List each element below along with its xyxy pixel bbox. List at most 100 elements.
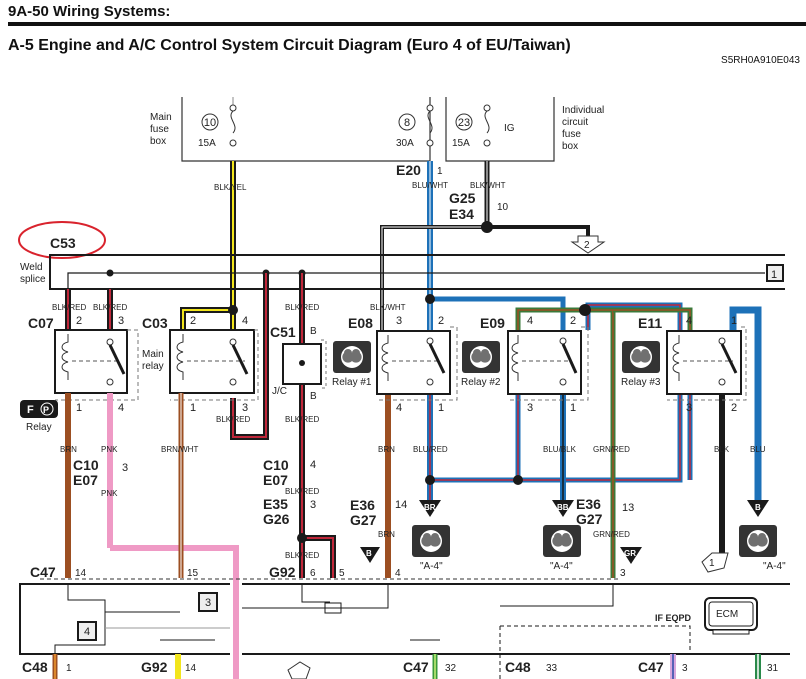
pin-e11-3: 3	[686, 402, 692, 414]
pin-g92-14: 14	[185, 663, 197, 674]
main-fuse-box-label-3: box	[150, 136, 166, 147]
pin-e11-1: 1	[731, 315, 737, 327]
relay-3-label: Relay #3	[621, 377, 661, 388]
wires-blk-red	[65, 273, 336, 578]
pin-c48-1: 1	[66, 663, 72, 674]
relay-e08	[376, 326, 458, 401]
indiv-fuse-box-label-4: box	[562, 141, 578, 152]
indiv-fuse-box-label-3: fuse	[562, 129, 581, 140]
ref-br-label: BR	[424, 503, 436, 512]
connector-g25: G25	[449, 190, 476, 206]
figure-code: S5RH0A910E043	[721, 55, 800, 66]
relay-c03	[169, 329, 259, 401]
header-rule	[8, 22, 806, 26]
pin-c03-4: 4	[242, 315, 248, 327]
fuse-23-tag: IG	[504, 123, 515, 134]
connector-e09: E09	[480, 315, 505, 331]
connector-c47-3: C47	[638, 659, 664, 675]
main-fuse-box-label-2: fuse	[150, 124, 169, 135]
fuse-23-rating: 15A	[452, 138, 470, 149]
pin-c03-3: 3	[242, 402, 248, 414]
wire-label-pnk-2: PNK	[101, 489, 118, 498]
wire-label-blk-wht-e08: BLK/WHT	[370, 303, 406, 312]
fuse-8-number: 8	[404, 117, 410, 129]
joint-connector-c51	[282, 339, 327, 389]
wire-blk-yel	[180, 161, 238, 330]
wire-label-c07-3: BLK/RED	[93, 303, 127, 312]
pin-c07-3: 3	[118, 315, 124, 327]
relay-c07	[54, 329, 139, 401]
weld-splice-label-1: Weld	[20, 262, 43, 273]
wire-label-blu-red: BLU/RED	[413, 445, 448, 454]
fan-icon-relay-1	[333, 341, 371, 373]
pin-e11-4: 4	[686, 315, 692, 327]
wire-blu-wht	[425, 161, 566, 330]
wires-lower	[65, 302, 762, 679]
connector-e07-right: E07	[263, 472, 288, 488]
main-relay-label-2: relay	[142, 361, 164, 372]
wire-blk-wht	[380, 161, 606, 330]
pin-e11-2: 2	[731, 402, 737, 414]
wire-label-e35: BLK/RED	[285, 487, 319, 496]
pin-e36-grn: 13	[622, 502, 634, 514]
pin-c47-3: 3	[682, 663, 688, 674]
fan-motor-icon-3	[739, 525, 777, 557]
pin-g25: 10	[497, 202, 509, 213]
ref-a4-1: "A-4"	[420, 561, 443, 572]
pin-c47-14: 14	[75, 568, 87, 579]
ref-2: 2	[584, 240, 590, 251]
diagram-title: A-5 Engine and A/C Control System Circui…	[8, 37, 571, 54]
ref-1: 1	[771, 269, 777, 281]
main-fuse-box-label-1: Main	[150, 112, 172, 123]
fan-motor-icon-1	[412, 525, 450, 557]
svg-text:P: P	[43, 405, 49, 415]
pin-e09-2: 2	[570, 315, 576, 327]
section-header: 9A-50 Wiring Systems:	[8, 3, 171, 20]
pin-c48-33: 33	[546, 663, 558, 674]
pin-c10-red: 4	[310, 459, 316, 471]
connector-c07: C07	[28, 315, 54, 331]
pin-e20: 1	[437, 166, 443, 177]
indiv-fuse-box-label-1: Individual	[562, 105, 604, 116]
ref-arrow-1	[701, 552, 729, 573]
connector-c51: C51	[270, 324, 296, 340]
connector-c48-2: C48	[505, 659, 531, 675]
fuse-23-number: 23	[458, 117, 470, 129]
pin-c51-b-bottom: B	[310, 391, 317, 402]
annotation-circle	[18, 221, 106, 259]
ref-a4-3: "A-4"	[763, 561, 786, 572]
pin-g92-5: 5	[339, 568, 345, 579]
connector-e36-right: E36	[576, 496, 601, 512]
pin-3: 3	[620, 568, 626, 579]
fuse-23: 23 15A IG	[452, 104, 515, 149]
pin-c51-b-top: B	[310, 326, 317, 337]
pin-e08-3: 3	[396, 315, 402, 327]
svg-text:F: F	[27, 404, 34, 416]
ref-b-left-label: B	[366, 549, 372, 558]
fp-relay-label: Relay	[26, 422, 52, 433]
connector-c47-1: C47	[30, 564, 56, 580]
pin-g92-6: 6	[310, 568, 316, 579]
weld-splice-bus	[49, 254, 785, 290]
wire-label-brn-c07: BRN	[60, 445, 77, 454]
pin-e08-4: 4	[396, 402, 402, 414]
pin-c10-pnk: 3	[122, 462, 128, 474]
ecm-label: ECM	[716, 609, 738, 620]
pin-c03-2: 2	[190, 315, 196, 327]
pin-c07-4: 4	[118, 402, 124, 414]
ref-triangle-b-left	[360, 547, 380, 563]
pin-e09-3: 3	[527, 402, 533, 414]
pin-c03-1: 1	[190, 402, 196, 414]
wire-label-blk-yel: BLK/YEL	[214, 183, 247, 192]
wire-label-grn-red-1: GRN/RED	[593, 445, 630, 454]
relay-e09	[507, 326, 589, 401]
wire-label-c03-3: BLK/RED	[216, 415, 250, 424]
ecm-icon	[704, 597, 758, 635]
pin-4: 4	[395, 568, 401, 579]
indiv-fuse-box-label-2: circuit	[562, 117, 588, 128]
ref-triangle-br	[419, 500, 441, 517]
connector-c03: C03	[142, 315, 168, 331]
pin-c07-1: 1	[76, 402, 82, 414]
ecm-enclosure	[19, 583, 790, 655]
